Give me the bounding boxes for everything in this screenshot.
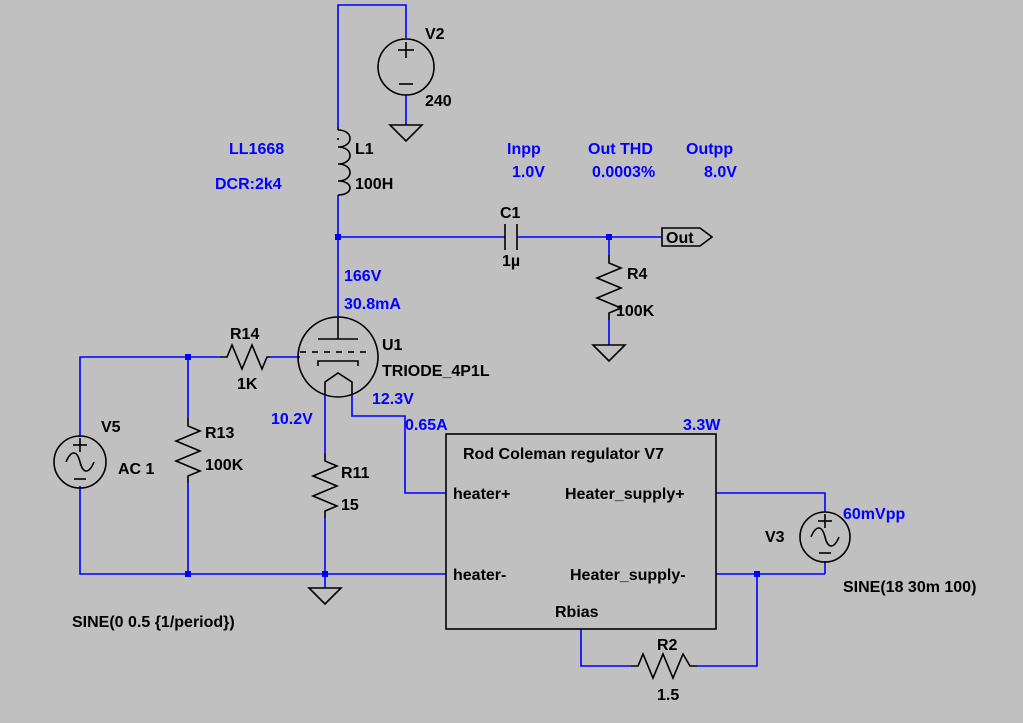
r14-name: R14 bbox=[230, 326, 259, 343]
regulator-power: 3.3W bbox=[683, 417, 721, 434]
pin-heater-minus: heater- bbox=[453, 567, 506, 584]
thd-label: Out THD bbox=[588, 141, 653, 158]
heater-voltage: 12.3V bbox=[372, 391, 414, 408]
anode-voltage: 166V bbox=[344, 268, 382, 285]
pin-supply-minus: Heater_supply- bbox=[570, 567, 686, 584]
u1-value: TRIODE_4P1L bbox=[382, 363, 490, 380]
r2-value: 1.5 bbox=[657, 687, 679, 704]
ground-icon bbox=[388, 124, 424, 143]
r11-name: R11 bbox=[341, 465, 370, 482]
r4-name: R4 bbox=[627, 266, 648, 283]
anode-current: 30.8mA bbox=[344, 296, 401, 313]
v3-name: V3 bbox=[765, 529, 785, 546]
l1-dcr-note: DCR:2k4 bbox=[215, 176, 282, 193]
ground-icon bbox=[591, 344, 627, 363]
r14-resistor[interactable] bbox=[220, 342, 270, 372]
ground-icon bbox=[307, 587, 343, 606]
pin-rbias: Rbias bbox=[555, 604, 599, 621]
u1-triode[interactable] bbox=[297, 316, 379, 398]
out-port-label: Out bbox=[666, 230, 694, 247]
inpp-value: 1.0V bbox=[512, 164, 545, 181]
c1-value: 1µ bbox=[502, 253, 520, 270]
v3-spice: SINE(18 30m 100) bbox=[843, 579, 976, 596]
l1-value: 100H bbox=[355, 176, 393, 193]
r4-resistor[interactable] bbox=[594, 255, 624, 320]
u1-name: U1 bbox=[382, 337, 403, 354]
thd-value: 0.0003% bbox=[592, 164, 655, 181]
c1-capacitor[interactable] bbox=[504, 224, 518, 250]
v2-dc-source[interactable] bbox=[377, 38, 435, 96]
cathode-voltage: 10.2V bbox=[271, 411, 313, 428]
v3-ac-source[interactable] bbox=[799, 511, 851, 563]
outpp-value: 8.0V bbox=[704, 164, 737, 181]
pin-heater-plus: heater+ bbox=[453, 486, 510, 503]
heater-current: 0.65A bbox=[405, 417, 448, 434]
l1-name: L1 bbox=[355, 141, 374, 158]
r4-value: 100K bbox=[616, 303, 655, 320]
l1-part-note: LL1668 bbox=[229, 141, 284, 158]
r11-value: 15 bbox=[341, 497, 359, 514]
v2-name: V2 bbox=[425, 26, 445, 43]
v5-value: AC 1 bbox=[118, 461, 155, 478]
r13-name: R13 bbox=[205, 425, 234, 442]
inpp-label: Inpp bbox=[507, 141, 541, 158]
pin-supply-plus: Heater_supply+ bbox=[565, 486, 685, 503]
l1-inductor[interactable] bbox=[337, 127, 351, 196]
v2-value: 240 bbox=[425, 93, 452, 110]
outpp-label: Outpp bbox=[686, 141, 733, 158]
out-port[interactable] bbox=[661, 227, 714, 247]
v5-name: V5 bbox=[101, 419, 121, 436]
c1-name: C1 bbox=[500, 205, 521, 222]
regulator-title: Rod Coleman regulator V7 bbox=[463, 446, 664, 463]
regulator-block[interactable] bbox=[445, 433, 717, 630]
v5-spice: SINE(0 0.5 {1/period}) bbox=[72, 614, 235, 631]
v3-amplitude: 60mVpp bbox=[843, 506, 905, 523]
r13-value: 100K bbox=[205, 457, 244, 474]
junctions bbox=[185, 234, 760, 577]
v5-ac-source[interactable] bbox=[53, 435, 107, 489]
r2-resistor[interactable] bbox=[631, 651, 697, 681]
r11-resistor[interactable] bbox=[310, 453, 340, 518]
r13-resistor[interactable] bbox=[173, 418, 203, 483]
r14-value: 1K bbox=[237, 376, 258, 393]
r2-name: R2 bbox=[657, 637, 678, 654]
